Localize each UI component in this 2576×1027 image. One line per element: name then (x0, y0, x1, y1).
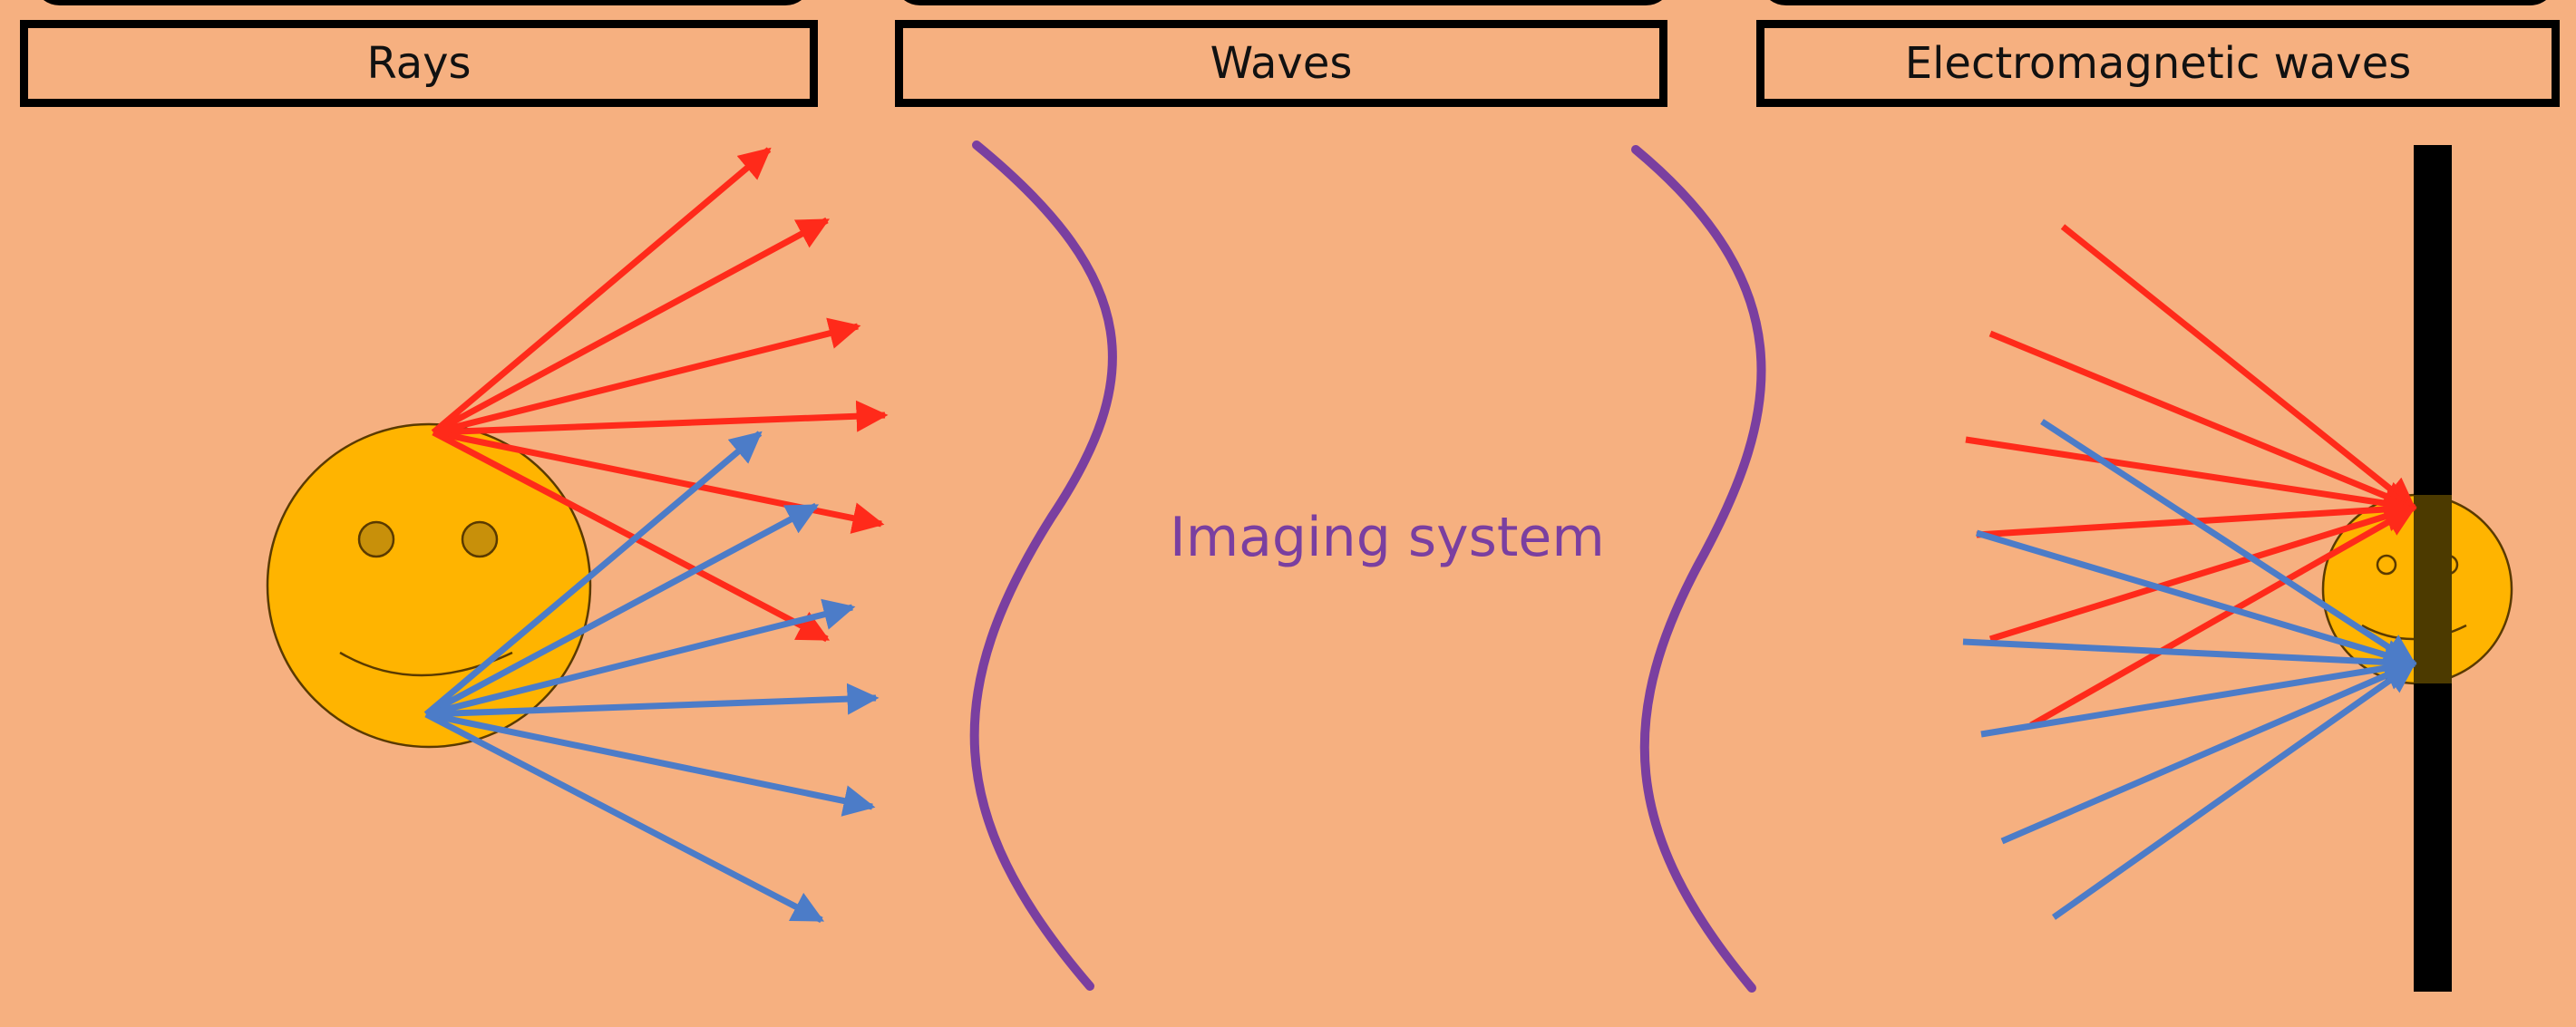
converging-blue-ray (1980, 652, 2417, 738)
blue-ray (424, 502, 820, 718)
blue-ray (425, 683, 880, 718)
source-face-circle (266, 422, 592, 749)
converging-blue-rays (1962, 419, 2417, 920)
wavefront-left (969, 140, 1117, 991)
rays-label-box: Rays (20, 20, 818, 107)
converging-blue-ray (2051, 661, 2416, 920)
source-right-eye (461, 520, 499, 558)
waves-label: Waves (1210, 38, 1353, 89)
blue-ray (425, 598, 856, 718)
converging-blue-ray (2040, 419, 2416, 666)
wavefront-right (1631, 145, 1766, 993)
converging-red-ray (1965, 436, 2417, 519)
image-left-eye (2376, 554, 2397, 576)
red-ray (432, 429, 831, 643)
electromagnetic-waves-label: Electromagnetic waves (1904, 38, 2412, 89)
source-smiley-face (266, 422, 592, 749)
converging-red-ray (2029, 504, 2417, 729)
red-ray (433, 400, 889, 436)
converging-blue-ray (2000, 660, 2417, 845)
electromagnetic-waves-label-box: Electromagnetic waves (1756, 20, 2560, 107)
red-ray (433, 317, 861, 436)
converging-red-ray (1988, 500, 2417, 643)
converging-red-ray (1988, 330, 2417, 512)
red-ray (432, 217, 831, 436)
converging-blue-ray (1975, 529, 2417, 671)
blue-ray (423, 431, 763, 717)
screen-shadow-overlay (2414, 495, 2452, 683)
waves-label-box: Waves (895, 20, 1667, 107)
converging-red-rays (1965, 224, 2417, 729)
blue-ray (424, 711, 825, 924)
source-left-eye (357, 520, 395, 558)
red-ray (431, 147, 772, 435)
rays-label: Rays (366, 38, 471, 89)
converging-red-ray (2060, 224, 2416, 510)
red-rays (431, 147, 889, 643)
imaging-system-label: Imaging system (1170, 506, 1605, 569)
blue-rays (423, 431, 880, 924)
blue-ray (425, 711, 876, 817)
converging-blue-ray (1962, 638, 2417, 678)
